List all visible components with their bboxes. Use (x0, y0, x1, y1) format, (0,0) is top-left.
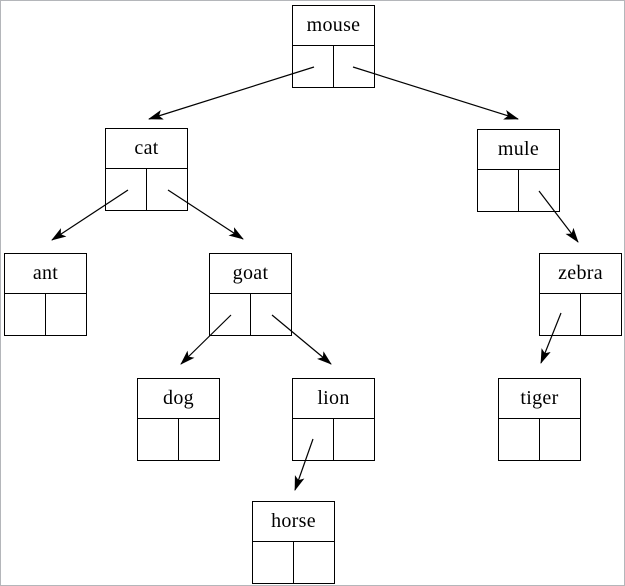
left-pointer-cell-tiger (499, 419, 540, 460)
node-label-zebra: zebra (539, 253, 622, 294)
left-pointer-cell-horse (253, 542, 294, 583)
node-pointer-cells-mouse (292, 46, 375, 88)
left-pointer-cell-zebra (540, 294, 581, 335)
tree-node-horse: horse (252, 501, 335, 584)
node-pointer-cells-lion (292, 419, 375, 461)
left-pointer-cell-dog (138, 419, 179, 460)
right-pointer-cell-mouse (334, 46, 374, 87)
node-label-mule: mule (477, 129, 560, 170)
tree-node-mule: mule (477, 129, 560, 212)
tree-node-tiger: tiger (498, 378, 581, 461)
tree-node-lion: lion (292, 378, 375, 461)
right-pointer-cell-horse (294, 542, 334, 583)
left-pointer-cell-mule (478, 170, 519, 211)
tree-node-mouse: mouse (292, 5, 375, 88)
node-label-goat: goat (209, 253, 292, 294)
node-label-lion: lion (292, 378, 375, 419)
right-pointer-cell-tiger (540, 419, 580, 460)
edge-mouse-left-to-cat (148, 66, 315, 120)
node-pointer-cells-dog (137, 419, 220, 461)
left-pointer-cell-lion (293, 419, 334, 460)
node-label-dog: dog (137, 378, 220, 419)
tree-node-zebra: zebra (539, 253, 622, 336)
node-pointer-cells-zebra (539, 294, 622, 336)
right-pointer-cell-mule (519, 170, 559, 211)
right-pointer-cell-zebra (581, 294, 621, 335)
node-label-mouse: mouse (292, 5, 375, 46)
tree-node-ant: ant (4, 253, 87, 336)
node-pointer-cells-goat (209, 294, 292, 336)
left-pointer-cell-mouse (293, 46, 334, 87)
left-pointer-cell-goat (210, 294, 251, 335)
node-label-cat: cat (105, 128, 188, 169)
tree-node-cat: cat (105, 128, 188, 211)
right-pointer-cell-ant (46, 294, 86, 335)
right-pointer-cell-lion (334, 419, 374, 460)
tree-node-dog: dog (137, 378, 220, 461)
right-pointer-cell-cat (147, 169, 187, 210)
node-pointer-cells-horse (252, 542, 335, 584)
right-pointer-cell-goat (251, 294, 291, 335)
node-pointer-cells-cat (105, 169, 188, 211)
node-pointer-cells-tiger (498, 419, 581, 461)
node-pointer-cells-ant (4, 294, 87, 336)
node-label-tiger: tiger (498, 378, 581, 419)
left-pointer-cell-ant (5, 294, 46, 335)
left-pointer-cell-cat (106, 169, 147, 210)
node-label-horse: horse (252, 501, 335, 542)
node-pointer-cells-mule (477, 170, 560, 212)
tree-node-goat: goat (209, 253, 292, 336)
node-label-ant: ant (4, 253, 87, 294)
right-pointer-cell-dog (179, 419, 219, 460)
edge-mouse-right-to-mule (352, 66, 519, 120)
